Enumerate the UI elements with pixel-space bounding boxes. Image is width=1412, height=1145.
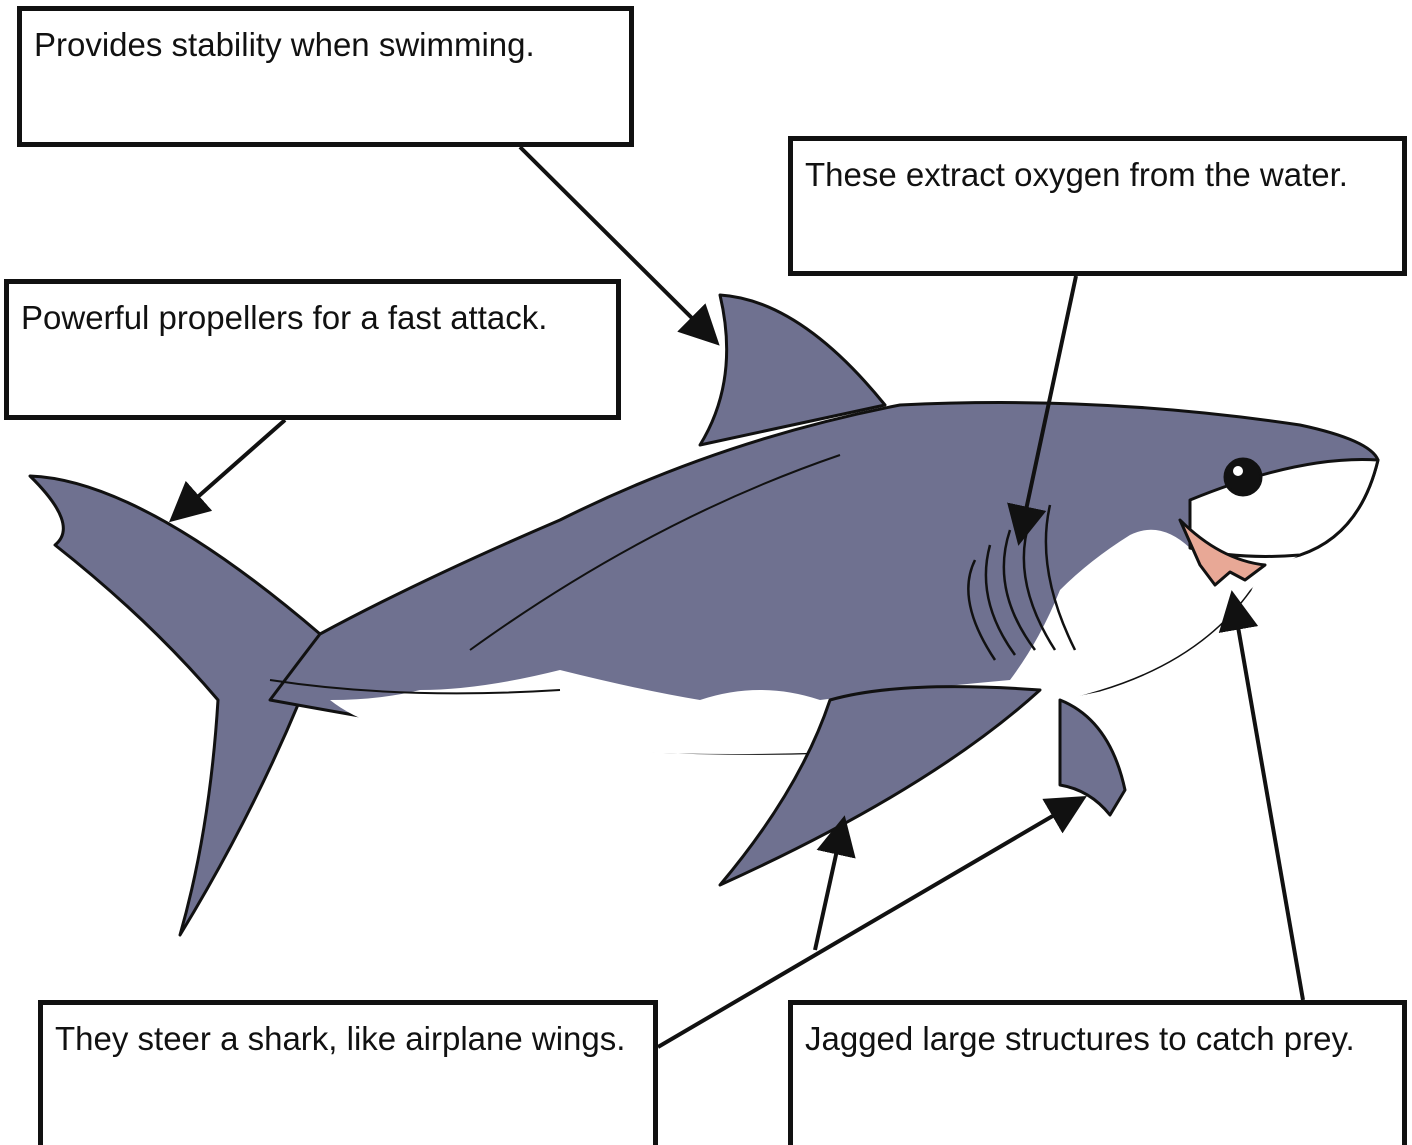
label-teeth: Jagged large structures to catch prey.	[788, 1000, 1407, 1145]
label-dorsal-fin: Provides stability when swimming.	[17, 6, 634, 147]
arrow-pectoral-fin	[815, 823, 843, 950]
arrow-tail-fin	[175, 420, 285, 517]
label-tail-fin: Powerful propellers for a fast attack.	[4, 279, 621, 420]
pelvic-fin	[1060, 700, 1125, 815]
label-pectoral-fins: They steer a shark, like airplane wings.	[38, 1000, 658, 1145]
shark-eye	[1225, 459, 1261, 495]
label-gills: These extract oxygen from the water.	[788, 136, 1407, 276]
tail-fin	[30, 476, 320, 935]
arrow-teeth	[1233, 598, 1303, 1000]
